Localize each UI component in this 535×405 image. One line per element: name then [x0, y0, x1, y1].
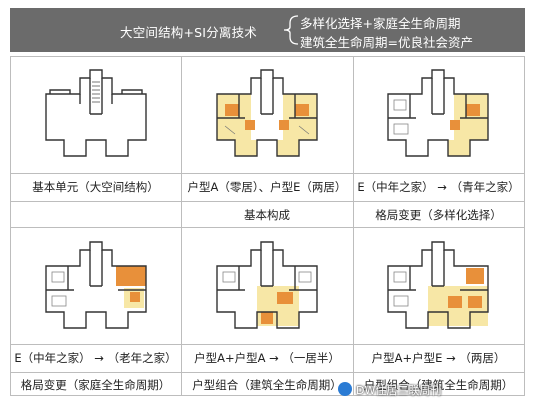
grid-line	[10, 173, 525, 174]
caption-panel-1: 基本单元（大空间结构）	[32, 180, 159, 194]
grid-line	[524, 56, 525, 396]
grid-line	[10, 56, 525, 57]
grid-line	[10, 227, 525, 228]
grid-line	[181, 201, 524, 202]
caption-panel-4-sub: 格局变更（家庭全生命周期）	[20, 378, 171, 392]
plans-grid: 基本单元（大空间结构） 户型A（零居）、户型E（两居） 基本构成 E（中年之家）…	[10, 56, 525, 396]
brace-icon	[283, 15, 299, 45]
grid-line	[10, 201, 181, 202]
floor-plan-a-plus-a	[211, 236, 323, 336]
caption-panel-5-sub: 户型组合（建筑全生命周期）	[192, 378, 342, 392]
grid-line	[353, 56, 354, 396]
header-banner: 大空间结构+SI分离技术 多样化选择+家庭全生命周期 建筑全生命周期=优良社会资…	[10, 8, 525, 52]
header-left-text: 大空间结构+SI分离技术	[120, 25, 257, 40]
header-right-bottom: 建筑全生命周期=优良社会资产	[300, 35, 473, 50]
floor-plan-basic-unit	[40, 64, 152, 164]
floor-plan-middle-to-elder	[40, 236, 152, 336]
watermark-logo-icon	[338, 382, 352, 396]
caption-panel-3: E（中年之家） → （青年之家）	[357, 180, 520, 194]
caption-panel-6: 户型A+户型E → （两居）	[371, 351, 506, 365]
grid-line	[10, 372, 525, 373]
floor-plan-middle-to-young	[382, 64, 494, 164]
grid-line	[181, 56, 182, 396]
grid-line	[10, 56, 11, 396]
header-right-top: 多样化选择+家庭全生命周期	[300, 16, 461, 31]
floor-plan-a-plus-e	[382, 236, 494, 336]
caption-panel-4: E（中年之家） → （老年之家）	[14, 351, 177, 365]
grid-line	[10, 395, 525, 396]
caption-panel-3-sub: 格局变更（多样化选择）	[375, 208, 502, 222]
watermark-text: DW住居三联周刊	[356, 384, 442, 397]
caption-panel-6-sub: 户型组合（建筑全生命周期）	[363, 378, 514, 392]
caption-panel-5: 户型A+户型A → （一居半）	[194, 351, 340, 365]
grid-line	[10, 344, 525, 345]
caption-panel-2: 户型A（零居）、户型E（两居）	[187, 180, 347, 194]
floor-plan-type-a-e	[211, 64, 323, 164]
caption-panel-2-sub: 基本构成	[244, 208, 290, 222]
